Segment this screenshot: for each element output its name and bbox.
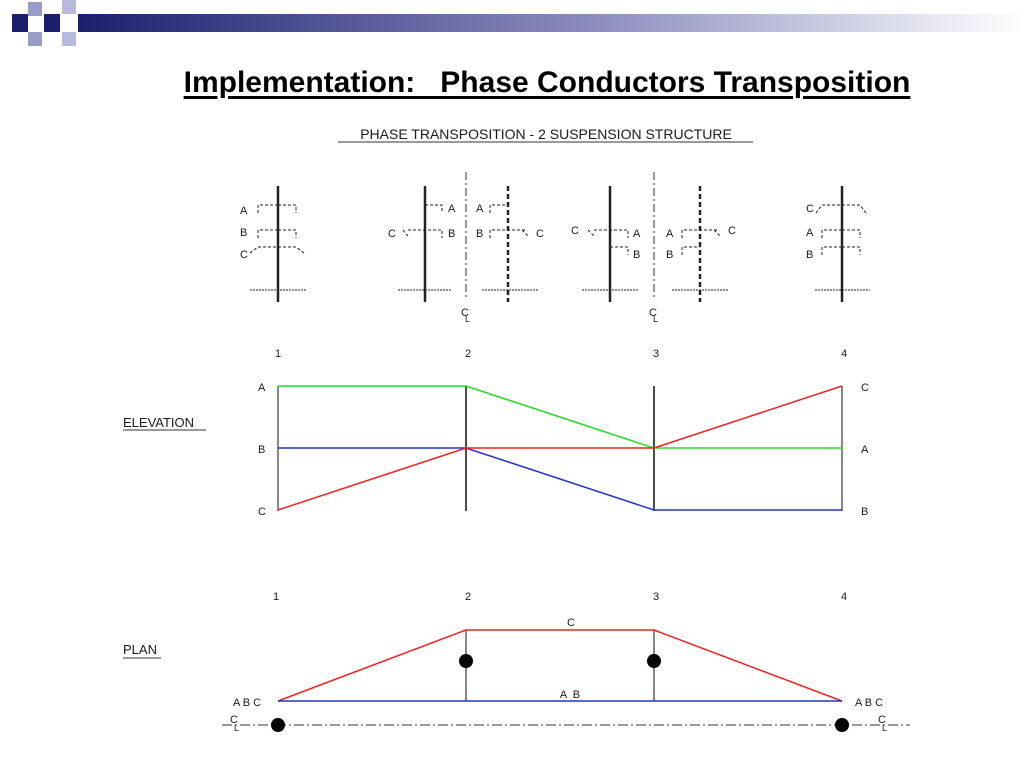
- plan-centerline-left-sub: L: [234, 723, 239, 733]
- tower-3-phase-right-bot: B: [633, 249, 640, 261]
- elevation-right-phase-c: C: [861, 382, 869, 394]
- tower-4-phase-top: C: [806, 203, 814, 215]
- plan-label: PLAN: [123, 642, 157, 657]
- elevation-right-phase-b: B: [861, 506, 868, 518]
- plan-structure-4-marker: [835, 718, 849, 732]
- tower-3b-phase-left-mid: A: [666, 228, 674, 240]
- tower-3-phase-left-mid: C: [571, 225, 579, 237]
- plan-phase-c-line: [277, 629, 843, 702]
- tower-2b-phase-left-mid: B: [476, 228, 483, 240]
- plan-structure-2: 2: [465, 591, 471, 603]
- plan-left-phases: A B C: [233, 697, 261, 709]
- tower-2b-phase-right-mid: C: [536, 228, 544, 240]
- elevation-label: ELEVATION: [123, 415, 194, 430]
- tower-2-phase-right-mid: B: [448, 228, 455, 240]
- centerline-2-label: C: [461, 307, 469, 319]
- tower-1-phase-top: A: [240, 205, 248, 217]
- plan-structure-3-marker: [647, 654, 661, 668]
- tower-3b-phase-right-mid: C: [728, 225, 736, 237]
- plan-structure-1-marker: [271, 718, 285, 732]
- deco-square-lavender-4: [62, 32, 76, 46]
- plan-top-label: C: [567, 617, 575, 629]
- deco-square-lavender-1: [28, 2, 42, 16]
- deco-square-lavender-2: [62, 0, 76, 14]
- tower-1: [249, 186, 306, 302]
- plan-structure-3: 3: [653, 591, 659, 603]
- plan-centerline-left-label: C: [230, 714, 238, 726]
- phase-c-line: [277, 385, 843, 511]
- elevation-structure-3: 3: [653, 348, 659, 360]
- slide-title: Implementation: Phase Conductors Transpo…: [183, 66, 911, 99]
- plan-mid-label: A B: [560, 689, 580, 701]
- deco-square-lavender-3: [28, 32, 42, 46]
- plan-centerline-right-label: C: [878, 714, 886, 726]
- elevation-structure-4: 4: [841, 348, 847, 360]
- centerline-2-label-sub: L: [465, 314, 470, 324]
- tower-4: [815, 186, 870, 302]
- plan-structure-1: 1: [273, 591, 279, 603]
- elevation-section: ELEVATION 1 2 3 4 A B C C A B: [123, 348, 869, 518]
- tower-1-phase-bot: C: [240, 249, 248, 261]
- tower-2-phase-left-mid: C: [388, 228, 396, 240]
- phase-a-line: [278, 385, 842, 449]
- elevation-left-phase-b: B: [258, 444, 265, 456]
- tower-2-phase-right-top: A: [448, 203, 456, 215]
- elevation-structure-1: 1: [275, 348, 281, 360]
- plan-structure-2-marker: [459, 654, 473, 668]
- tower-2b: [482, 186, 538, 302]
- tower-3b-phase-left-bot: B: [666, 249, 673, 261]
- deco-square-navy-2: [44, 14, 60, 32]
- elevation-left-phase-c: C: [258, 506, 266, 518]
- phase-b-line: [278, 447, 842, 511]
- plan-right-phases: A B C: [855, 697, 883, 709]
- slide-corner-decoration: [12, 0, 1024, 46]
- diagram-heading: PHASE TRANSPOSITION - 2 SUSPENSION STRUC…: [360, 126, 732, 142]
- gradient-band: [78, 14, 1024, 32]
- elevation-right-phase-a: A: [861, 444, 869, 456]
- plan-structure-4: 4: [841, 591, 847, 603]
- tower-4-phase-mid: A: [806, 227, 814, 239]
- centerline-3-label: C: [649, 307, 657, 319]
- tower-3b: [672, 186, 728, 302]
- tower-1-phase-mid: B: [240, 227, 247, 239]
- centerline-3-label-sub: L: [653, 314, 658, 324]
- elevation-structure-2: 2: [465, 348, 471, 360]
- tower-3: [582, 186, 638, 302]
- tower-2: [398, 186, 452, 302]
- tower-2b-phase-left-top: A: [476, 203, 484, 215]
- elevation-left-phase-a: A: [258, 382, 266, 394]
- tower-4-phase-bot: B: [806, 249, 813, 261]
- plan-section: PLAN 1 2 3 4 C A B A B C A B C C L C L: [123, 591, 910, 733]
- plan-centerline-right-sub: L: [882, 723, 887, 733]
- deco-square-navy-1: [12, 14, 28, 32]
- tower-3-phase-right-mid: A: [633, 228, 641, 240]
